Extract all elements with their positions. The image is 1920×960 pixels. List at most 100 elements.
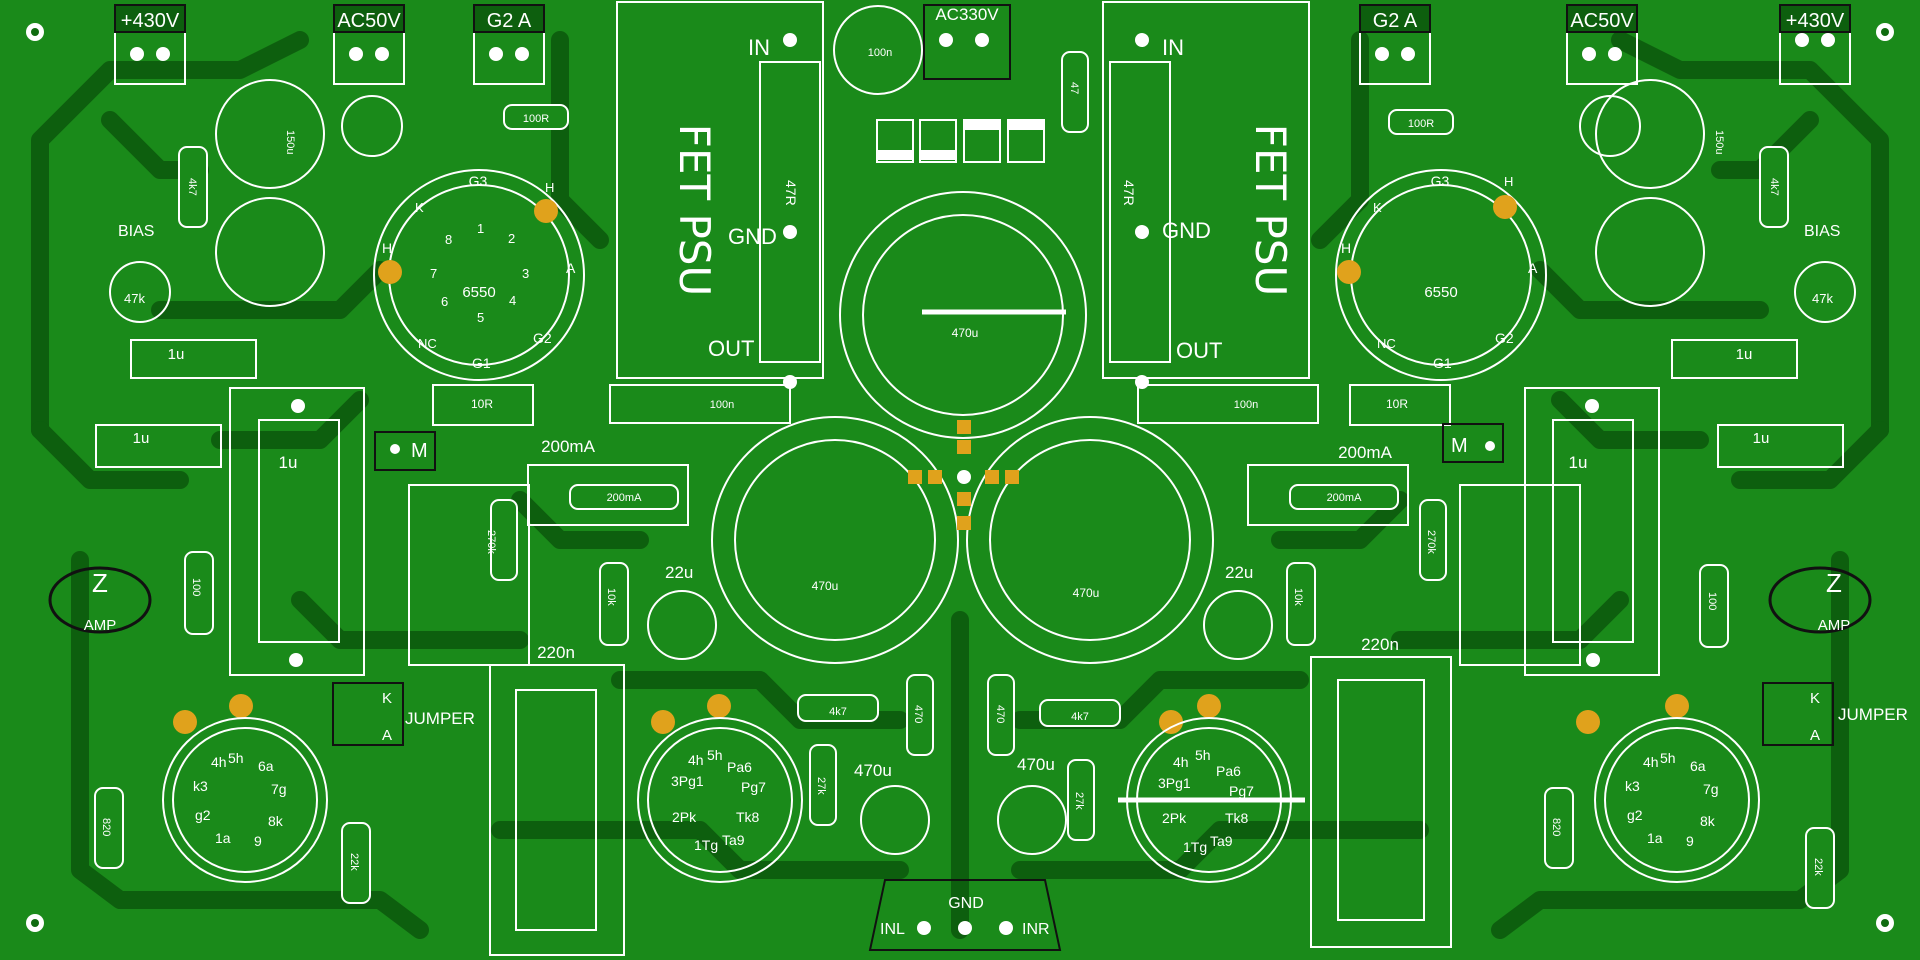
psu-left-gnd-label: GND: [728, 224, 777, 249]
tube-right-k-label: K: [1373, 200, 1382, 215]
cap-main-left-inner: [734, 439, 936, 641]
pin-num-8: 8: [445, 232, 452, 247]
conn-ac-right-tab: [1566, 4, 1638, 33]
ecc-left-5h: 5h: [707, 747, 723, 763]
tube-right-a-label: A: [1528, 260, 1538, 276]
cap-main-top-label: 470u: [952, 326, 979, 340]
r-22k-left-label: 22k: [348, 853, 360, 871]
pad-c4: [928, 470, 942, 484]
jumper-right-label: JUMPER: [1838, 705, 1908, 724]
cap-150u-right-label: 150u: [1713, 130, 1725, 154]
tube-left-nc-label: NC: [418, 336, 437, 351]
pad-center: [957, 470, 971, 484]
r-270k-left-label: 270k: [485, 530, 497, 554]
ecc-left-2pk: 2Pk: [672, 809, 697, 825]
r-47-label: 47: [1068, 82, 1080, 94]
conn-g2-left-label: G2 A: [487, 10, 532, 32]
jumper-right-a: A: [1810, 727, 1820, 744]
cap-22u-right-label: 22u: [1225, 563, 1253, 582]
ecc-right-pa6: Pa6: [1216, 763, 1241, 779]
pad-c8: [957, 516, 971, 530]
r-4k7-right-label: 4k7: [1768, 178, 1780, 196]
drv-left-4h: 4h: [211, 754, 227, 770]
tube-right-g1-label: G1: [1433, 355, 1452, 371]
pad-c2: [957, 440, 971, 454]
ecc-left-tk8: Tk8: [736, 809, 760, 825]
cap-1u-small2-left-label: 1u: [133, 430, 150, 447]
cap-main-left-label: 470u: [812, 579, 839, 593]
pot-left-label: 47k: [124, 291, 145, 306]
input-inr-label: INR: [1022, 921, 1050, 938]
cap-main-right-label: 470u: [1073, 586, 1100, 600]
jumper-left-k: K: [382, 690, 392, 707]
psu-right-resistor-label: 47R: [1121, 180, 1137, 206]
r-10r-right-label: 10R: [1386, 397, 1408, 411]
psu-left-out-label: OUT: [708, 336, 754, 361]
conn-hv-right-tab: [1779, 4, 1851, 33]
current-right-label: 200mA: [1338, 443, 1393, 462]
tube-6550-pin-numbers: 1 2 3 4 5 6 7 8: [430, 221, 529, 325]
psu-right-out-label: OUT: [1176, 338, 1222, 363]
conn-g2-right-tab: [1359, 4, 1431, 33]
drv-left-5h: 5h: [228, 750, 244, 766]
cap-main-top: [839, 191, 1087, 439]
tube-right-h-label: H: [1504, 174, 1513, 189]
psu-right-title: FET PSU: [1246, 124, 1295, 296]
r-27k-right-label: 27k: [1073, 792, 1085, 810]
cap-1u-small-right-label: 1u: [1736, 346, 1753, 363]
mounting-holes-inner: [31, 28, 1889, 927]
cap-main-top-inner: [862, 214, 1064, 416]
psu-labels: FET PSU IN GND OUT 47R FET PSU IN GND OU…: [670, 35, 1295, 363]
jumper-right-k: K: [1810, 690, 1820, 707]
drv-right-4h: 4h: [1643, 754, 1659, 770]
ecc-left-ta9: Ta9: [722, 832, 745, 848]
r-820-left-label: 820: [100, 818, 112, 836]
pot-right-label: 47k: [1812, 291, 1833, 306]
conn-hv-left-tab: [114, 4, 186, 33]
conn-ac-left-tab: [333, 4, 405, 33]
conn-ac-right-label: AC50V: [1570, 10, 1634, 32]
tube-left-h2-label: H: [382, 240, 392, 256]
drv-right-9: 9: [1686, 833, 1694, 849]
big-caps: [711, 5, 1214, 664]
r-470-left-label: 470: [912, 705, 924, 723]
bias-right-label: BIAS: [1804, 223, 1840, 240]
ecc-left-pa6: Pa6: [727, 759, 752, 775]
cap-100n-psu-right-label: 100n: [1234, 399, 1258, 411]
drv-right-7g: 7g: [1703, 781, 1719, 797]
r-270k-right-label: 270k: [1425, 530, 1437, 554]
ecc-left-3pg1: 3Pg1: [671, 773, 704, 789]
conn-ac-center: [923, 4, 1011, 80]
tube-left-type-label: 6550: [462, 284, 495, 301]
cap-470u-left-label: 470u: [854, 761, 892, 780]
bridge-rectifier: [876, 119, 1045, 163]
cap-1u-right-label: 1u: [1569, 453, 1588, 472]
m-right-label: M: [1451, 435, 1468, 457]
logo-right-z: Z: [1826, 568, 1842, 598]
psu-modules: [616, 1, 1310, 379]
drv-left-7g: 7g: [271, 781, 287, 797]
drv-right-1a: 1a: [1647, 830, 1663, 846]
jumper-left-a: A: [382, 727, 392, 744]
electrolytic-caps: [109, 79, 1856, 855]
psu-left-title: FET PSU: [670, 124, 719, 296]
logo-right-amp: AMP: [1818, 617, 1851, 634]
film-caps: [95, 339, 1844, 956]
cap-220n-right-label: 220n: [1361, 635, 1399, 654]
tube-right-type-label: 6550: [1424, 284, 1457, 301]
cap-22u-left-label: 22u: [665, 563, 693, 582]
psu-right-in-label: IN: [1162, 35, 1184, 60]
input-inl-label: INL: [880, 921, 905, 938]
ecc-right-5h: 5h: [1195, 747, 1211, 763]
conn-ac-center-label: AC330V: [935, 5, 999, 24]
r-200ma-right-label: 200mA: [1327, 492, 1363, 504]
psu-pins: [289, 33, 1600, 667]
resistors: [94, 51, 1835, 909]
conn-g2-right-label: G2 A: [1373, 10, 1418, 32]
pad-c5: [985, 470, 999, 484]
psu-left-outline: [616, 1, 824, 379]
connector-pins: [130, 33, 1835, 61]
tube-right-nc-label: NC: [1377, 336, 1396, 351]
